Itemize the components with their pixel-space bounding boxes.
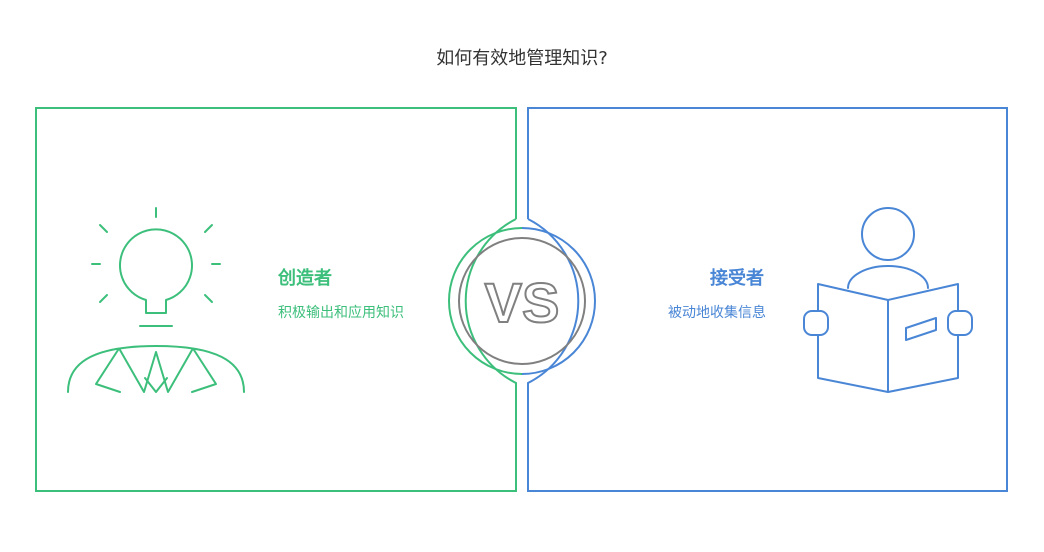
creator-description: 积极输出和应用知识 <box>278 305 404 321</box>
vs-label: VS <box>485 271 560 334</box>
creator-panel <box>35 107 517 492</box>
vs-badge: VS <box>448 227 596 375</box>
creator-heading: 创造者 <box>278 268 332 289</box>
receiver-description: 被动地收集信息 <box>668 305 766 321</box>
receiver-heading: 接受者 <box>710 268 764 289</box>
person-reading-book-icon <box>803 207 973 393</box>
receiver-panel <box>527 107 1008 492</box>
lightbulb-person-icon <box>67 207 245 393</box>
page-title: 如何有效地管理知识? <box>436 48 608 69</box>
